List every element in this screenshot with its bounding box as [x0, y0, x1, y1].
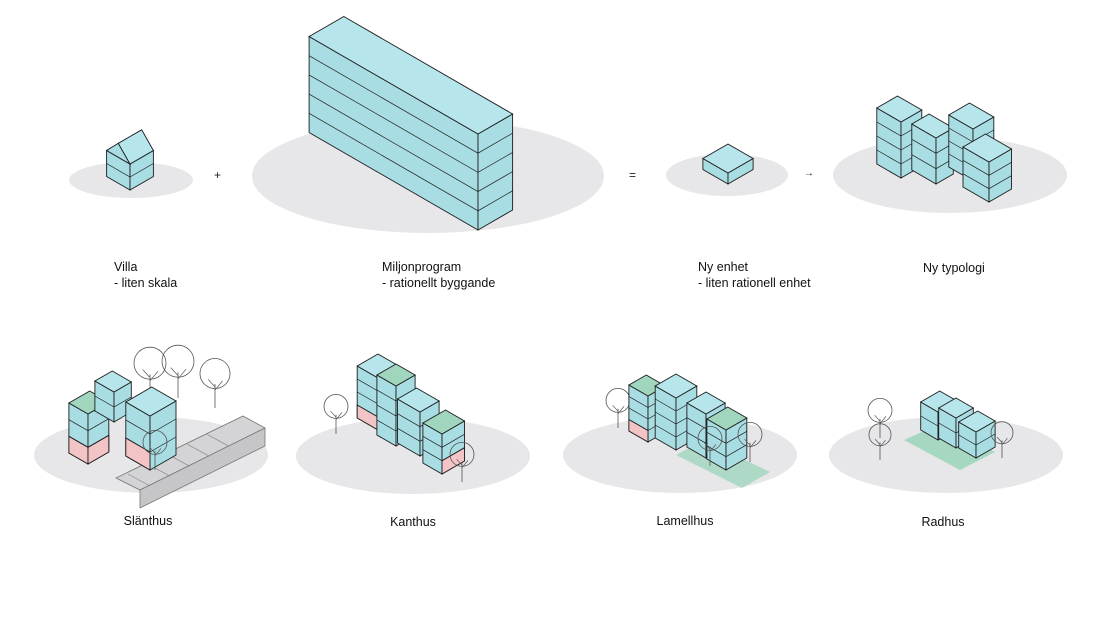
tree-crown: [133, 346, 167, 380]
box-top-face: [962, 133, 1013, 163]
tree-branch: [704, 442, 717, 452]
tree-crown: [142, 429, 168, 455]
box-top-face: [937, 397, 975, 419]
step-line: [207, 434, 230, 447]
tree-branch: [996, 436, 1008, 446]
box-top-face: [421, 409, 466, 435]
box-top-face: [124, 386, 177, 417]
tree-branch: [456, 458, 469, 468]
tree-branch: [874, 438, 886, 448]
tree-branch: [744, 438, 757, 448]
tree-branch: [142, 369, 159, 382]
floor-line: [422, 447, 465, 462]
floor-line: [911, 154, 954, 170]
tree-crown: [868, 423, 892, 447]
slope-edge: [139, 427, 266, 509]
label-slanthus: Slänthus: [123, 514, 173, 528]
tree-crown: [199, 358, 231, 389]
tree-branch: [612, 404, 625, 414]
arrow-operator: →: [804, 168, 814, 179]
label-ny-enhet: Ny enhet- liten rationell enhet: [698, 260, 811, 290]
box-top-face: [654, 373, 698, 399]
plus-operator: +: [214, 168, 222, 182]
box-top-face: [957, 410, 997, 433]
green-ground-strip: [904, 424, 995, 470]
tree-branch: [207, 379, 223, 391]
tree-branch: [330, 410, 343, 420]
floor-line: [422, 433, 465, 448]
floor-line: [68, 418, 109, 432]
floor-line: [308, 74, 513, 173]
floor-line: [308, 112, 513, 212]
floor-line: [706, 444, 747, 458]
tree-crown: [990, 421, 1014, 445]
tree-crown: [161, 344, 195, 378]
step-line: [127, 473, 151, 487]
tree-branch: [149, 446, 162, 456]
floor-line: [308, 93, 513, 193]
floor-line: [106, 163, 154, 178]
box-top-face: [910, 113, 955, 139]
floor-line: [68, 434, 109, 448]
floor-line: [911, 138, 954, 154]
tree-branch: [874, 414, 887, 424]
tree-crown: [697, 425, 723, 451]
villa-roof: [117, 129, 155, 165]
box-top-face: [308, 15, 514, 135]
label-miljonprogram: Miljonprogram- rationellt byggande: [382, 260, 496, 290]
floor-line: [308, 55, 513, 154]
building-drawings: [67, 15, 1014, 509]
label-ny-typologi: Ny typologi: [923, 261, 985, 275]
tree-crown: [323, 393, 349, 419]
label-radhus: Radhus: [921, 515, 965, 529]
box-top-face: [947, 102, 995, 130]
floor-line: [962, 159, 1012, 176]
label-kanthus: Kanthus: [390, 515, 436, 529]
tree-branch: [170, 367, 187, 380]
floor-line: [94, 395, 132, 408]
floor-line: [706, 430, 747, 444]
floor-line: [125, 418, 177, 435]
tree-crown: [737, 421, 763, 447]
label-lamellhus: Lamellhus: [656, 514, 714, 528]
tree-crown: [449, 441, 475, 467]
box-top-face: [705, 406, 748, 431]
floor-line: [962, 173, 1012, 190]
box-top-face: [875, 95, 923, 123]
tree-crown: [867, 397, 893, 423]
floor-line: [958, 433, 996, 446]
box-top-face: [93, 370, 133, 393]
step-line: [187, 443, 210, 457]
box-top-face: [375, 363, 417, 387]
ground-kanthus: [296, 418, 530, 494]
equals-operator: =: [629, 168, 637, 182]
box-top-face: [685, 391, 727, 415]
box-top-face: [702, 143, 754, 174]
box-top-face: [396, 387, 441, 413]
label-villa: Villa- liten skala: [114, 260, 178, 290]
